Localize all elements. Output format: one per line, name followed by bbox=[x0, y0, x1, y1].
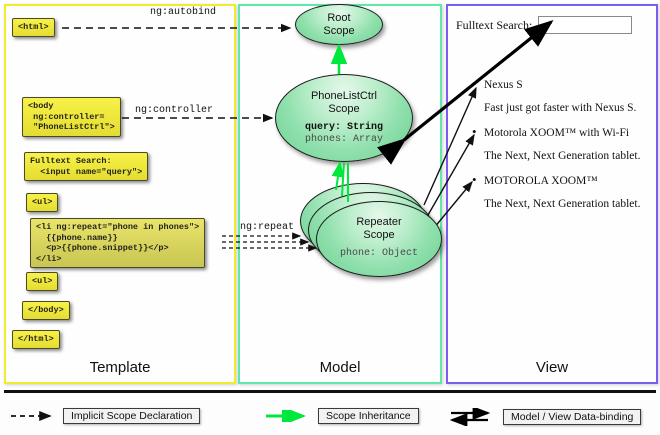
edge-label-ng-autobind: ng:autobind bbox=[150, 7, 217, 18]
scope-root-title: Root Scope bbox=[323, 11, 355, 37]
legend-item-inheritance: Scope Inheritance bbox=[265, 408, 419, 424]
code-box-html-open: <html> bbox=[12, 18, 55, 37]
edge-label-ng-controller: ng:controller bbox=[135, 105, 214, 116]
legend-dashed-arrow-icon bbox=[11, 410, 52, 422]
legend: Implicit Scope Declaration Scope Inherit… bbox=[0, 400, 660, 434]
code-box-body-open: <body ng:controller= "PhoneListCtrl"> bbox=[22, 97, 121, 137]
code-box-body-close: </body> bbox=[22, 301, 70, 320]
view-search-label: Fulltext Search: bbox=[456, 17, 533, 32]
code-box-ul-open: <ul> bbox=[26, 193, 59, 212]
legend-label-implicit: Implicit Scope Declaration bbox=[63, 408, 201, 424]
phone-name: MOTOROLA XOOM™ bbox=[470, 173, 652, 188]
phone-snippet: The Next, Next Generation tablet. bbox=[484, 150, 641, 162]
view-search-row: Fulltext Search: bbox=[456, 16, 633, 34]
list-item: Nexus S Fast just got faster with Nexus … bbox=[470, 77, 652, 115]
scope-repeater-props: phone: Object bbox=[340, 248, 418, 260]
panel-model-label: Model bbox=[319, 359, 361, 376]
view-content: Fulltext Search: Nexus S Fast just got f… bbox=[452, 10, 652, 240]
scope-prop-phones: phones: Array bbox=[304, 134, 383, 145]
scope-prop-phone: phone: Object bbox=[339, 248, 418, 259]
phone-name: Nexus S bbox=[470, 77, 652, 92]
list-item: MOTOROLA XOOM™ The Next, Next Generation… bbox=[470, 173, 652, 211]
fulltext-search-input[interactable] bbox=[538, 16, 633, 34]
code-box-html-close: </html> bbox=[12, 330, 60, 349]
edge-label-ng-repeat: ng:repeat bbox=[240, 222, 295, 233]
panel-view-label: View bbox=[535, 359, 569, 376]
legend-divider bbox=[4, 390, 656, 393]
legend-double-arrow-icon bbox=[450, 408, 491, 426]
phone-name: Motorola XOOM™ with Wi-Fi bbox=[470, 125, 652, 140]
legend-label-databinding: Model / View Data-binding bbox=[503, 409, 642, 425]
legend-item-implicit: Implicit Scope Declaration bbox=[10, 408, 201, 424]
scope-repeater-title: Repeater Scope bbox=[356, 216, 402, 241]
scope-root: Root Scope bbox=[295, 4, 383, 45]
phone-snippet: Fast just got faster with Nexus S. bbox=[484, 102, 637, 114]
code-box-search: Fulltext Search: <input name="query"> bbox=[24, 152, 149, 181]
phone-snippet: The Next, Next Generation tablet. bbox=[484, 198, 641, 210]
scope-phonelistctrl: PhoneListCtrl Scope query: String phones… bbox=[275, 74, 413, 162]
scope-phonelistctrl-title: PhoneListCtrl Scope bbox=[310, 90, 378, 115]
legend-green-arrow-icon bbox=[266, 410, 306, 422]
scope-prop-query: query: String bbox=[304, 122, 383, 133]
code-box-ul-close: <ul> bbox=[26, 272, 59, 291]
phone-list: Nexus S Fast just got faster with Nexus … bbox=[470, 77, 652, 222]
legend-item-databinding: Model / View Data-binding bbox=[450, 408, 642, 426]
code-box-li-repeat: <li ng:repeat="phone in phones"> {{phone… bbox=[30, 218, 206, 268]
scope-phonelistctrl-props: query: String phones: Array bbox=[305, 122, 383, 146]
panel-template-label: Template bbox=[89, 359, 151, 376]
list-item: Motorola XOOM™ with Wi-Fi The Next, Next… bbox=[470, 125, 652, 163]
legend-label-inheritance: Scope Inheritance bbox=[318, 408, 419, 424]
scope-repeater: Repeater Scope phone: Object bbox=[316, 201, 442, 277]
